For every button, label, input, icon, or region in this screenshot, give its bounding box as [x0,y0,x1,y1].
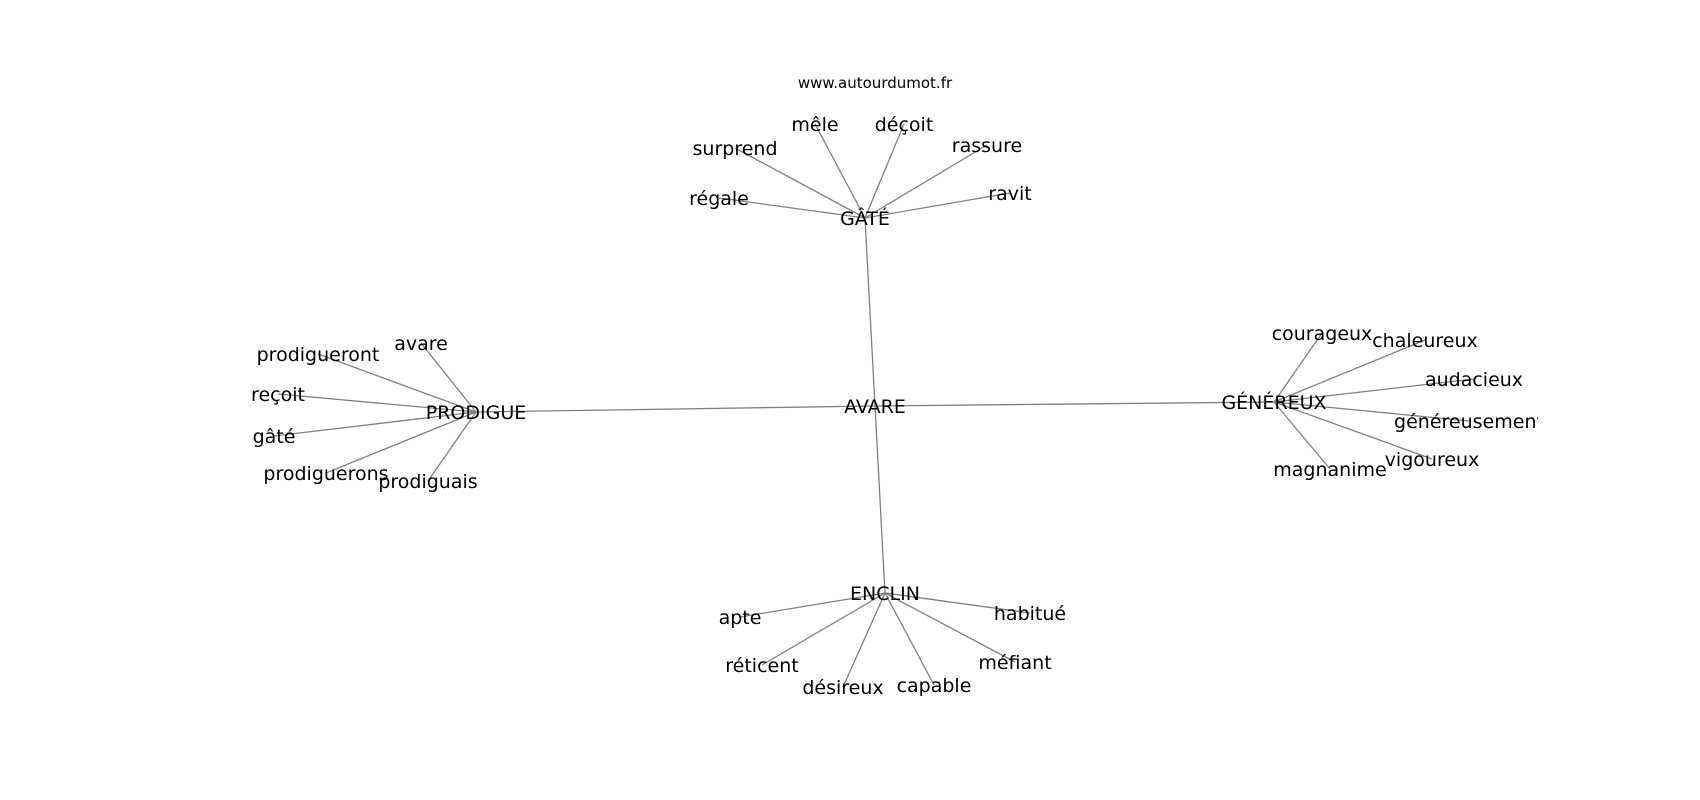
leaf-node-label[interactable]: méfiant [978,652,1051,674]
leaf-node-label[interactable]: courageux [1272,323,1373,345]
leaf-node-label[interactable]: rassure [952,135,1022,157]
edge-hub-leaf [1273,332,1323,403]
leaf-node-label[interactable]: réticent [725,655,798,677]
leaf-node-label[interactable]: capable [897,675,972,697]
leaf-node-label[interactable]: audacieux [1425,369,1523,391]
hub-node-label[interactable]: PRODIGUE [426,402,526,424]
site-url-label[interactable]: www.autourdumot.fr [798,74,953,92]
leaf-node-label[interactable]: prodigueront [257,344,380,366]
leaf-node-label[interactable]: ravit [988,183,1031,205]
edge-hub-leaf [734,147,866,219]
edge-hub-leaf [277,393,477,413]
edge-hub-leaf [814,123,866,219]
leaf-node-label[interactable]: magnanime [1273,459,1386,481]
hub-node-label[interactable]: ENCLIN [850,583,920,605]
hub-node-label[interactable]: GÉNÉREUX [1221,391,1326,414]
leaf-node-label[interactable]: reçoit [251,384,305,406]
edge-hub-leaf [842,592,886,688]
edge-center-hub [475,405,876,413]
edge-hub-leaf [864,144,988,219]
center-node-label[interactable]: AVARE [844,396,906,418]
leaf-node-label[interactable]: désireux [802,677,883,699]
leaf-node-label[interactable]: mêle [791,114,838,136]
leaf-node-label[interactable]: vigoureux [1385,449,1480,471]
leaf-node-label[interactable]: apte [719,607,762,629]
edge-hub-leaf [761,592,886,666]
leaf-node-label[interactable]: habitué [994,603,1066,625]
edge-hub-leaf [718,197,866,219]
leaf-node-label[interactable]: gâté [253,426,296,448]
edge-hub-leaf [884,592,1016,663]
edge-hub-leaf [1273,401,1331,470]
edge-hub-leaf [1273,401,1433,460]
leaf-node-label[interactable]: régale [689,188,749,210]
edge-hub-leaf [864,123,905,219]
edge-center-hub [874,405,886,594]
leaf-node-label[interactable]: déçoit [875,114,934,136]
leaf-node-label[interactable]: avare [394,333,448,355]
leaf-node-label[interactable]: prodiguais [378,471,477,493]
edge-hub-leaf [325,411,477,474]
leaf-node-label[interactable]: généreusement [1394,411,1544,433]
edge-center-hub [874,401,1275,407]
edge-center-hub [864,217,876,407]
edges-layer [273,123,1475,688]
leaf-node-label[interactable]: chaleureux [1372,330,1478,352]
edge-hub-leaf [1273,401,1470,422]
edge-hub-leaf [427,411,477,482]
edge-hub-leaf [884,592,935,686]
edge-hub-leaf [739,592,886,618]
labels-layer: AVARE GÂTÉ mêle déçoit surprend rassure régale… [251,114,1544,699]
edge-hub-leaf [884,592,1031,614]
edge-hub-leaf [420,342,477,413]
hub-node-label[interactable]: GÂTÉ [840,207,890,230]
leaf-node-label[interactable]: prodiguerons [263,463,388,485]
edge-hub-leaf [1273,378,1475,403]
leaf-node-label[interactable]: surprend [693,138,778,160]
edge-hub-leaf [1273,339,1426,403]
edge-hub-leaf [864,192,1011,219]
edge-hub-leaf [317,353,477,413]
edge-hub-leaf [273,411,477,437]
